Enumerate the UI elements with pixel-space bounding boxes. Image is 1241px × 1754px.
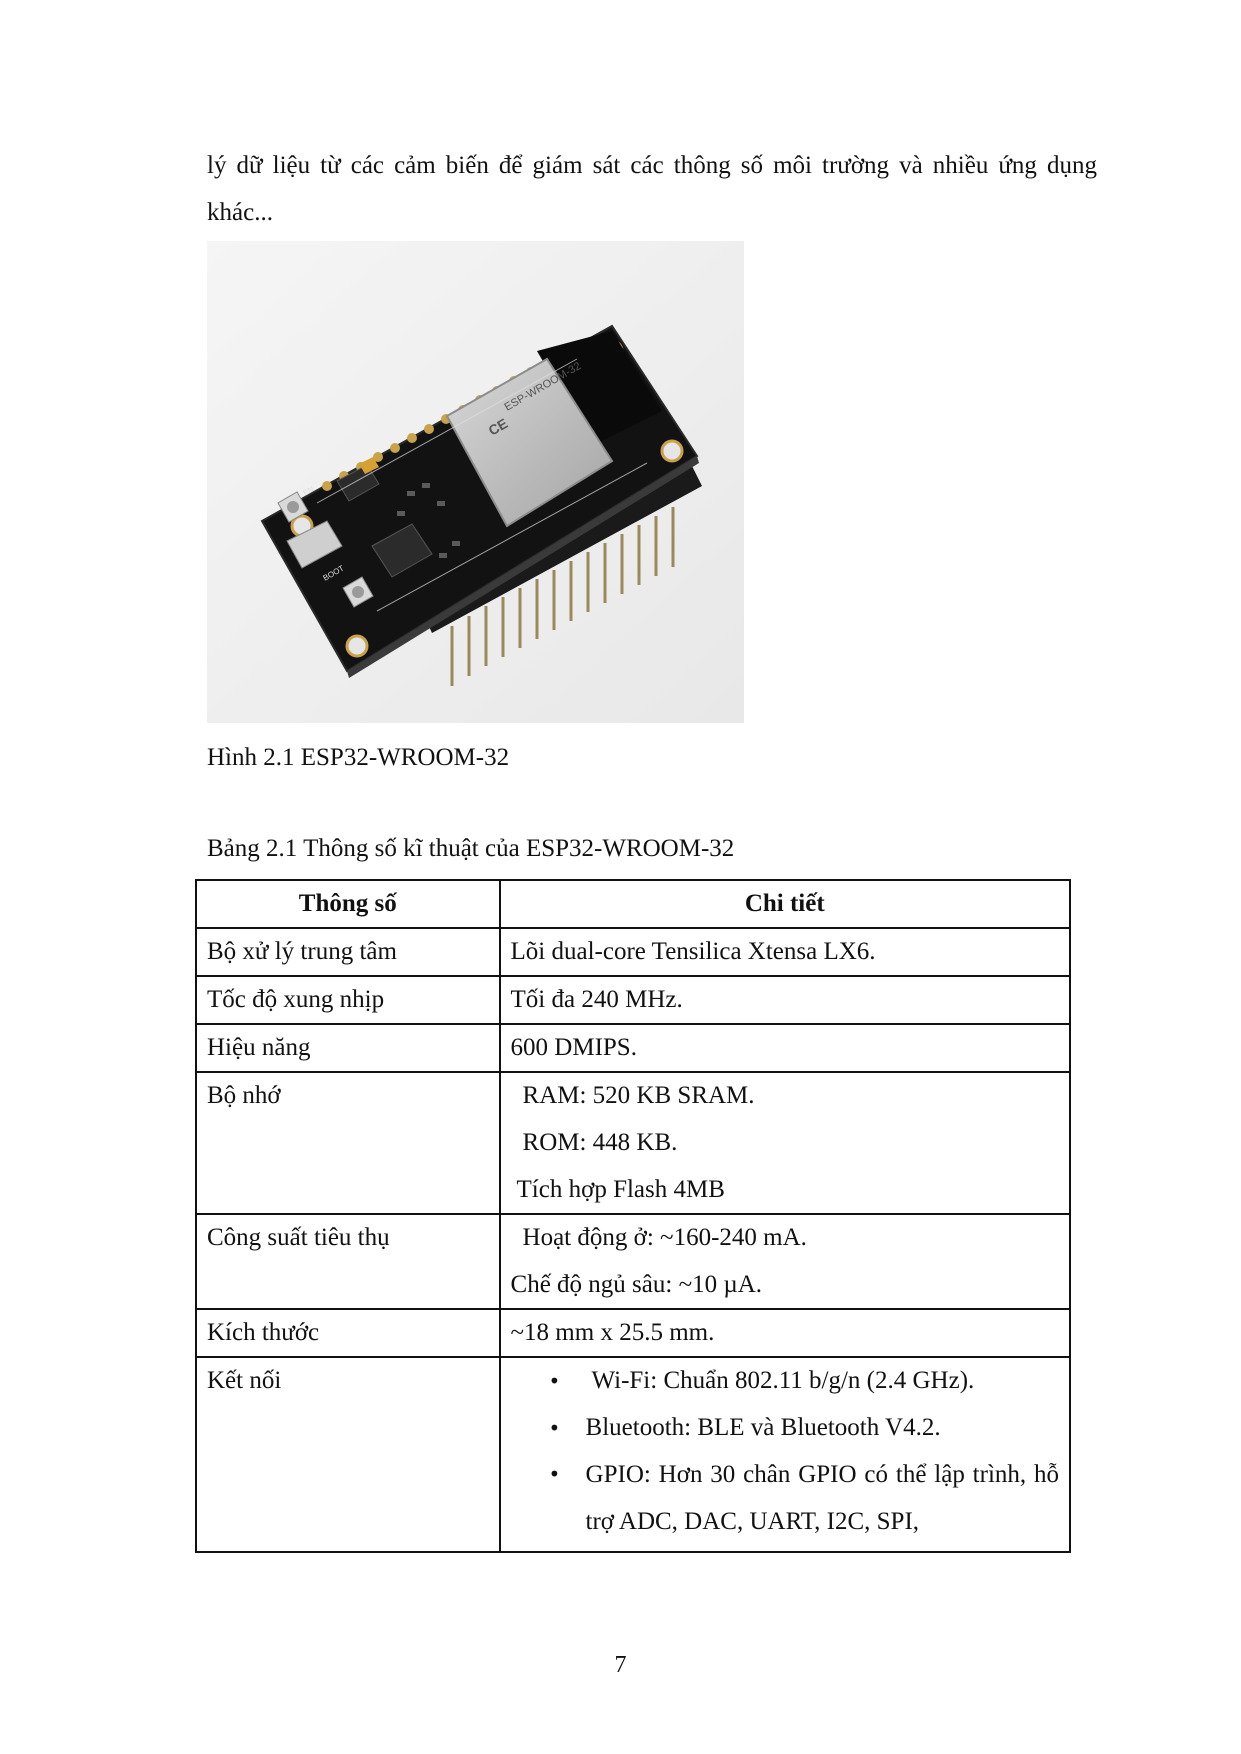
- list-item: Wi-Fi: Chuẩn 802.11 b/g/n (2.4 GHz).: [511, 1364, 1059, 1411]
- header-detail: Chi tiết: [498, 879, 1072, 929]
- header-param: Thông số: [195, 879, 501, 929]
- param-cell: Bộ nhớ: [195, 1071, 501, 1215]
- detail-line: Hoạt động ở: ~160-240 mA.: [522, 1224, 807, 1251]
- detail-line: RAM: 520 KB SRAM.: [522, 1082, 755, 1109]
- wroom-module: [445, 357, 614, 528]
- detail-cell: Hoạt động ở: ~160-240 mA. Chế độ ngủ sâu…: [498, 1213, 1072, 1310]
- micro-usb-port: [286, 520, 343, 569]
- table-row: Công suất tiêu thụ Hoạt động ở: ~160-240…: [195, 1213, 1072, 1310]
- connectivity-list: Wi-Fi: Chuẩn 802.11 b/g/n (2.4 GHz). Blu…: [511, 1364, 1059, 1545]
- esp32-board-image: ESP-WROOM-32 CE EN BOOT: [207, 241, 744, 723]
- page-number: 7: [614, 1652, 627, 1678]
- detail-line: Chế độ ngủ sâu: ~10 µA.: [510, 1271, 763, 1298]
- list-item-text: GPIO: Hơn 30 chân GPIO có thể lập trình,…: [585, 1461, 1059, 1535]
- table-row: Kết nối Wi-Fi: Chuẩn 802.11 b/g/n (2.4 G…: [195, 1356, 1072, 1553]
- usb-uart-chip: [371, 523, 433, 578]
- table-header-row: Thông số Chi tiết: [195, 879, 1072, 929]
- list-item: Bluetooth: BLE và Bluetooth V4.2.: [511, 1411, 1059, 1458]
- detail-cell: Lõi dual-core Tensilica Xtensa LX6.: [498, 927, 1072, 977]
- body-paragraph: lý dữ liệu từ các cảm biến để giám sát c…: [207, 152, 1097, 226]
- param-cell: Kết nối: [195, 1356, 501, 1553]
- list-item-text: Bluetooth: BLE và Bluetooth V4.2.: [585, 1414, 941, 1441]
- list-item: GPIO: Hơn 30 chân GPIO có thể lập trình,…: [511, 1451, 1059, 1545]
- detail-cell: Wi-Fi: Chuẩn 802.11 b/g/n (2.4 GHz). Blu…: [498, 1356, 1072, 1553]
- spec-table: Thông số Chi tiết Bộ xử lý trung tâm Lõi…: [195, 879, 1072, 1553]
- param-cell: Bộ xử lý trung tâm: [195, 927, 501, 977]
- detail-cell: ~18 mm x 25.5 mm.: [498, 1308, 1072, 1358]
- figure-caption: Hình 2.1 ESP32-WROOM-32: [207, 744, 510, 771]
- table-row: Tốc độ xung nhịp Tối đa 240 MHz.: [195, 975, 1072, 1025]
- list-item-text: Wi-Fi: Chuẩn 802.11 b/g/n (2.4 GHz).: [591, 1367, 975, 1394]
- detail-line: Tích hợp Flash 4MB: [516, 1176, 725, 1203]
- detail-cell: RAM: 520 KB SRAM. ROM: 448 KB. Tích hợp …: [498, 1071, 1072, 1215]
- table-caption: Bảng 2.1 Thông số kĩ thuật của ESP32-WRO…: [207, 835, 735, 862]
- detail-line: ROM: 448 KB.: [522, 1129, 678, 1156]
- param-cell: Kích thước: [195, 1308, 501, 1358]
- detail-cell: 600 DMIPS.: [498, 1023, 1072, 1073]
- param-cell: Công suất tiêu thụ: [195, 1213, 501, 1310]
- table-row: Bộ xử lý trung tâm Lõi dual-core Tensili…: [195, 927, 1072, 977]
- header-pins: [450, 507, 675, 686]
- detail-cell: Tối đa 240 MHz.: [498, 975, 1072, 1025]
- table-row: Bộ nhớ RAM: 520 KB SRAM. ROM: 448 KB. Tí…: [195, 1071, 1072, 1215]
- param-cell: Tốc độ xung nhịp: [195, 975, 501, 1025]
- table-row: Kích thước ~18 mm x 25.5 mm.: [195, 1308, 1072, 1358]
- param-cell: Hiệu năng: [195, 1023, 501, 1073]
- table-row: Hiệu năng 600 DMIPS.: [195, 1023, 1072, 1073]
